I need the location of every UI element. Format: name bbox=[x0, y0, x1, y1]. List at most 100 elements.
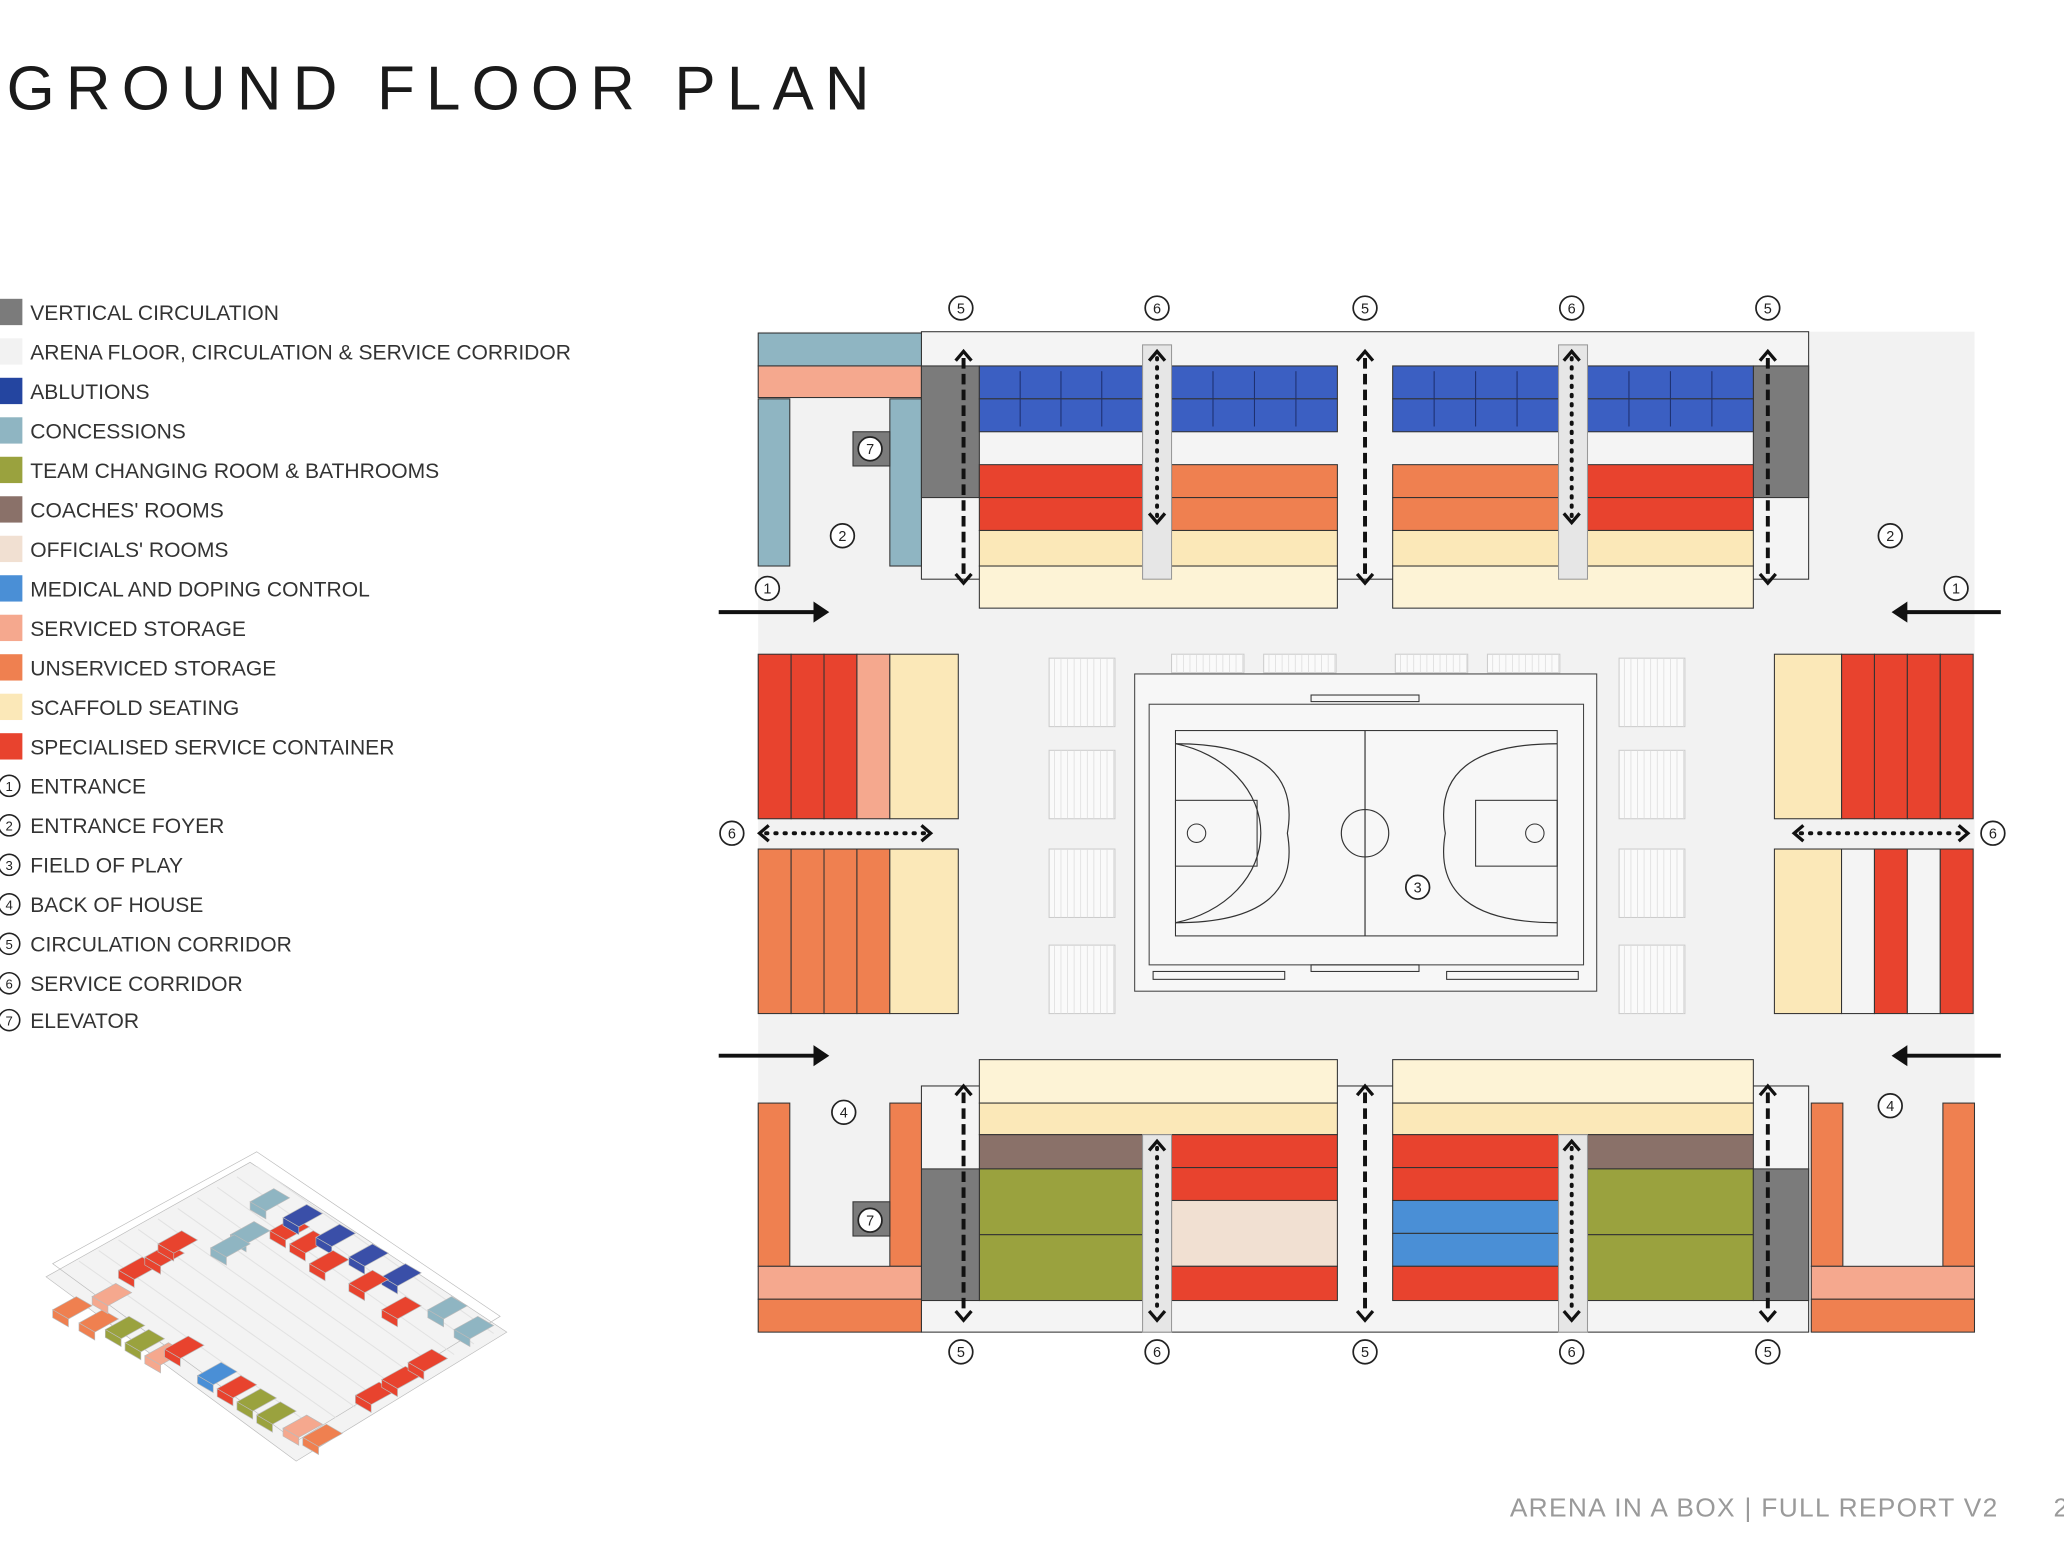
iso-container-side bbox=[348, 1282, 365, 1302]
arrowhead-icon bbox=[954, 572, 973, 586]
iso-roof-truss bbox=[177, 1207, 415, 1376]
bleacher-block bbox=[1263, 653, 1337, 674]
scaffold-seating bbox=[1392, 1102, 1754, 1136]
number-marker-icon bbox=[0, 932, 21, 956]
unserviced-storage bbox=[757, 848, 792, 1015]
coaches-rooms bbox=[1586, 1134, 1754, 1170]
unserviced-storage bbox=[823, 848, 858, 1015]
arrowhead-icon bbox=[813, 1045, 830, 1067]
iso-container-side bbox=[348, 1256, 365, 1275]
team-changing-room bbox=[1586, 1234, 1754, 1302]
plan-marker-icon bbox=[1352, 295, 1378, 321]
seating-tiers bbox=[1392, 1059, 1754, 1104]
team-changing-room bbox=[1586, 1168, 1754, 1236]
iso-container-side bbox=[282, 1427, 300, 1446]
specialised-service-container bbox=[1586, 497, 1754, 532]
legend-label: SERVICED STORAGE bbox=[30, 618, 246, 641]
center-circle bbox=[1340, 808, 1390, 858]
unserviced-storage bbox=[1942, 1102, 1976, 1267]
legend-swatch bbox=[0, 417, 23, 444]
plan-marker-number: 5 bbox=[1764, 301, 1772, 317]
scorer-table bbox=[1310, 694, 1420, 703]
plan-marker-icon bbox=[1877, 1093, 1903, 1119]
iso-container-side bbox=[381, 1309, 398, 1328]
iso-container-side bbox=[91, 1296, 109, 1315]
plan-marker-icon bbox=[1943, 575, 1969, 602]
plan-marker-number: 6 bbox=[1153, 1345, 1161, 1361]
iso-roof-truss bbox=[197, 1197, 435, 1366]
isometric-view bbox=[45, 1151, 508, 1462]
iso-container-side bbox=[118, 1269, 135, 1288]
unserviced-storage bbox=[757, 1298, 922, 1333]
plan-marker-icon bbox=[719, 820, 745, 846]
scorer-table bbox=[1310, 964, 1420, 972]
legend-swatch bbox=[0, 298, 23, 326]
plan-marker-icon bbox=[754, 575, 781, 602]
arrowhead-icon bbox=[1147, 1138, 1167, 1152]
iso-container-side bbox=[427, 1309, 444, 1328]
legend-label: CIRCULATION CORRIDOR bbox=[30, 934, 292, 957]
arrowhead-icon bbox=[1758, 1083, 1777, 1097]
unserviced-storage bbox=[1392, 464, 1560, 499]
iso-container-side bbox=[236, 1401, 254, 1420]
specialised-service-container bbox=[1906, 653, 1941, 820]
iso-container-side bbox=[453, 1328, 471, 1348]
plan-marker-number: 1 bbox=[763, 582, 771, 598]
iso-roof-truss bbox=[216, 1186, 455, 1355]
specialised-service-container bbox=[1586, 464, 1754, 499]
bleacher-block bbox=[1048, 749, 1116, 820]
unserviced-storage bbox=[889, 1102, 922, 1267]
legend-number: 3 bbox=[6, 858, 13, 873]
legend-number: 7 bbox=[6, 1013, 13, 1028]
page-number: 2 bbox=[2053, 1492, 2064, 1522]
legend-label: ENTRANCE bbox=[30, 776, 146, 799]
plan-marker-icon bbox=[1980, 820, 2006, 846]
number-marker-icon bbox=[0, 892, 21, 916]
bleacher-block bbox=[1171, 653, 1245, 674]
bleacher-block bbox=[1048, 657, 1116, 728]
iso-roof-truss bbox=[137, 1229, 376, 1398]
vertical-circulation bbox=[920, 365, 980, 499]
iso-container-side bbox=[78, 1322, 96, 1341]
arrowhead-icon bbox=[1355, 1083, 1375, 1097]
specialised-service-container bbox=[1392, 1265, 1560, 1302]
service-bay bbox=[1841, 848, 1875, 1015]
plan-marker-number: 2 bbox=[838, 529, 846, 545]
team-changing-room bbox=[978, 1168, 1144, 1236]
scaffold-seating bbox=[889, 653, 959, 820]
plan-marker-icon bbox=[1352, 1339, 1378, 1365]
arrowhead-icon bbox=[1147, 1309, 1167, 1323]
unserviced-storage bbox=[1810, 1102, 1844, 1267]
officials-rooms bbox=[1171, 1199, 1338, 1267]
arrowhead-icon bbox=[1891, 601, 1908, 623]
concessions bbox=[889, 398, 922, 567]
legend-number: 4 bbox=[6, 898, 13, 913]
basketball-court bbox=[1174, 730, 1558, 937]
plan-marker-icon bbox=[831, 1099, 857, 1125]
medical-doping-control bbox=[1392, 1199, 1560, 1234]
legend-swatch bbox=[0, 496, 23, 523]
iso-roof-truss bbox=[98, 1250, 336, 1419]
plan-marker-icon bbox=[1877, 523, 1903, 549]
three-point-line-right bbox=[1443, 743, 1558, 924]
arrowhead-icon bbox=[1562, 1138, 1581, 1152]
legend-label: CONCESSIONS bbox=[30, 420, 186, 443]
arrowhead-icon bbox=[954, 1083, 973, 1097]
iso-container-side bbox=[197, 1374, 214, 1394]
plan-marker-number: 3 bbox=[1414, 880, 1422, 896]
arrowhead-icon bbox=[1758, 348, 1777, 362]
arrowhead-icon bbox=[756, 824, 770, 843]
specialised-service-container bbox=[1392, 1167, 1560, 1202]
seating-tiers bbox=[978, 1059, 1338, 1104]
plan-marker-number: 6 bbox=[1989, 827, 1997, 843]
bleacher-block bbox=[1618, 749, 1686, 820]
plan-marker-icon bbox=[948, 295, 974, 321]
arrowhead-icon bbox=[1562, 512, 1581, 526]
service-bay bbox=[1906, 848, 1941, 1015]
legend-number: 2 bbox=[6, 819, 13, 834]
arrowhead-icon bbox=[1147, 512, 1167, 526]
medical-doping-control bbox=[1392, 1232, 1560, 1267]
plan-marker-icon bbox=[948, 1339, 974, 1365]
legend-label: SERVICE CORRIDOR bbox=[30, 973, 242, 996]
